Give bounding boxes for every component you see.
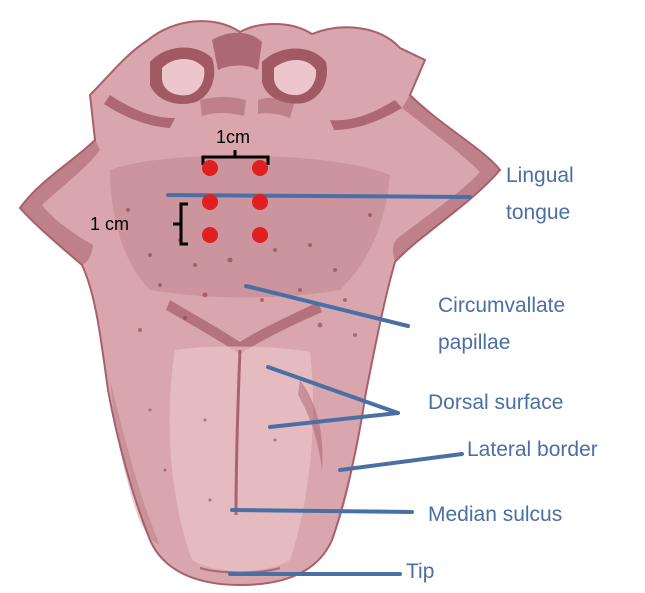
median-line bbox=[232, 510, 412, 512]
label-median-sulcus: Median sulcus bbox=[428, 503, 562, 526]
sampling-dot bbox=[202, 160, 218, 176]
dorsal-center-light bbox=[170, 346, 313, 571]
sampling-dot bbox=[202, 194, 218, 210]
lateral-line bbox=[340, 454, 462, 470]
sampling-dot bbox=[252, 160, 268, 176]
sampling-dot bbox=[202, 227, 218, 243]
label-papillae: papillae bbox=[438, 331, 510, 354]
sampling-dot bbox=[252, 227, 268, 243]
tongue-illustration bbox=[20, 21, 500, 585]
label-tip: Tip bbox=[406, 560, 434, 583]
label-circumvallate: Circumvallate bbox=[438, 294, 565, 317]
label-dorsal-surface: Dorsal surface bbox=[428, 391, 563, 414]
label-lateral-border: Lateral border bbox=[467, 438, 598, 461]
tonsillar-area bbox=[110, 156, 390, 298]
label-lingual: Lingual bbox=[506, 164, 574, 187]
label-tongue: tongue bbox=[506, 201, 570, 224]
sampling-dot bbox=[252, 194, 268, 210]
root-arch-center bbox=[212, 33, 262, 70]
vertical-measure-label: 1 cm bbox=[90, 214, 129, 234]
horizontal-measure-label: 1cm bbox=[216, 127, 250, 147]
